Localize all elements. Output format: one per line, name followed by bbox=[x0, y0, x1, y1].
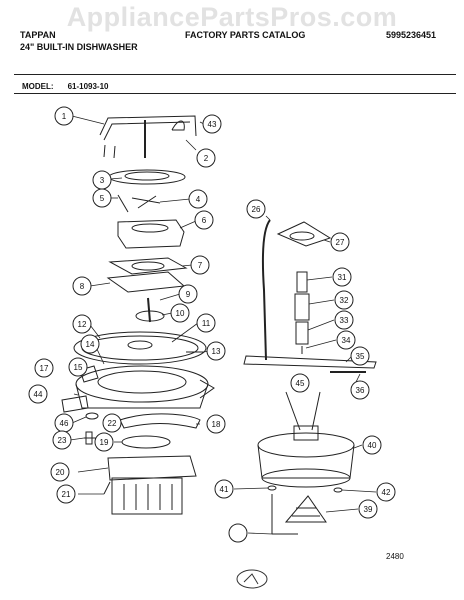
svg-text:5: 5 bbox=[100, 194, 105, 203]
svg-text:9: 9 bbox=[186, 290, 191, 299]
svg-text:8: 8 bbox=[80, 282, 85, 291]
svg-text:19: 19 bbox=[100, 438, 109, 447]
callout-12: 12 bbox=[72, 314, 92, 334]
svg-text:21: 21 bbox=[62, 490, 71, 499]
svg-text:20: 20 bbox=[56, 468, 65, 477]
callout-33: 33 bbox=[334, 310, 354, 330]
callout-23: 23 bbox=[52, 430, 72, 450]
callout-45 bbox=[228, 523, 248, 543]
svg-text:45: 45 bbox=[296, 379, 305, 388]
callout-44: 42 bbox=[376, 482, 396, 502]
callout-7: 7 bbox=[190, 255, 210, 275]
svg-text:12: 12 bbox=[78, 320, 87, 329]
callout-42: 40 bbox=[362, 435, 382, 455]
watermark: AppliancePartsPros.com bbox=[66, 2, 398, 32]
callout-39: 43 bbox=[202, 114, 222, 134]
svg-text:42: 42 bbox=[382, 488, 391, 497]
svg-text:10: 10 bbox=[176, 309, 185, 318]
callout-20: 20 bbox=[50, 462, 70, 482]
callout-40: 44 bbox=[28, 384, 48, 404]
callout-5: 5 bbox=[92, 188, 112, 208]
callout-34: 34 bbox=[336, 330, 356, 350]
svg-text:33: 33 bbox=[340, 316, 349, 325]
callout-46: 46 bbox=[54, 413, 74, 433]
header-rule-top bbox=[14, 74, 456, 75]
brand-label: TAPPAN bbox=[20, 30, 56, 40]
callout-22: 22 bbox=[102, 413, 122, 433]
svg-text:43: 43 bbox=[208, 120, 217, 129]
svg-text:17: 17 bbox=[40, 364, 49, 373]
callout-41: 45 bbox=[290, 373, 310, 393]
callout-8: 8 bbox=[72, 276, 92, 296]
svg-text:41: 41 bbox=[220, 485, 229, 494]
figure-number: 2480 bbox=[386, 552, 404, 561]
callout-4: 4 bbox=[188, 189, 208, 209]
svg-text:26: 26 bbox=[252, 205, 261, 214]
callout-15: 15 bbox=[68, 357, 88, 377]
callout-1: 1 bbox=[54, 106, 74, 126]
model-line: MODEL: 61-1093-10 bbox=[22, 82, 108, 91]
svg-text:4: 4 bbox=[196, 195, 201, 204]
model-number: 61-1093-10 bbox=[67, 82, 109, 91]
svg-text:22: 22 bbox=[108, 419, 117, 428]
svg-text:11: 11 bbox=[202, 319, 211, 328]
callout-6: 6 bbox=[194, 210, 214, 230]
svg-text:18: 18 bbox=[212, 420, 221, 429]
svg-text:14: 14 bbox=[86, 340, 95, 349]
svg-text:1: 1 bbox=[62, 112, 67, 121]
callout-13: 13 bbox=[206, 341, 226, 361]
svg-text:40: 40 bbox=[368, 441, 377, 450]
model-label: MODEL: bbox=[22, 82, 54, 91]
callout-11: 11 bbox=[196, 313, 216, 333]
callout-9: 9 bbox=[178, 284, 198, 304]
catalog-number: 5995236451 bbox=[386, 30, 437, 40]
handwritten-mark-icon bbox=[236, 569, 268, 589]
header-rule-bottom bbox=[14, 93, 456, 94]
svg-text:2: 2 bbox=[204, 154, 209, 163]
callout-3: 3 bbox=[92, 170, 112, 190]
callout-43: 41 bbox=[214, 479, 234, 499]
svg-text:6: 6 bbox=[202, 216, 207, 225]
callout-10: 10 bbox=[170, 303, 190, 323]
callout-18: 18 bbox=[206, 414, 226, 434]
svg-text:15: 15 bbox=[74, 363, 83, 372]
svg-text:3: 3 bbox=[100, 176, 105, 185]
callout-21: 21 bbox=[56, 484, 76, 504]
callout-26: 26 bbox=[246, 199, 266, 219]
callout-32: 32 bbox=[334, 290, 354, 310]
callout-31: 31 bbox=[332, 267, 352, 287]
callout-37: 39 bbox=[358, 499, 378, 519]
svg-text:36: 36 bbox=[356, 386, 365, 395]
callout-27: 27 bbox=[330, 232, 350, 252]
svg-text:27: 27 bbox=[336, 238, 345, 247]
svg-text:23: 23 bbox=[58, 436, 67, 445]
catalog-title: FACTORY PARTS CATALOG bbox=[185, 30, 306, 40]
callout-17: 17 bbox=[34, 358, 54, 378]
svg-text:31: 31 bbox=[338, 273, 347, 282]
svg-text:34: 34 bbox=[342, 336, 351, 345]
svg-text:46: 46 bbox=[60, 419, 69, 428]
svg-text:7: 7 bbox=[198, 261, 203, 270]
product-label: 24" BUILT-IN DISHWASHER bbox=[20, 42, 138, 52]
callout-14: 14 bbox=[80, 334, 100, 354]
callout-35: 35 bbox=[350, 346, 370, 366]
svg-text:35: 35 bbox=[356, 352, 365, 361]
svg-text:44: 44 bbox=[34, 390, 43, 399]
svg-text:13: 13 bbox=[212, 347, 221, 356]
callout-2: 2 bbox=[196, 148, 216, 168]
svg-text:39: 39 bbox=[364, 505, 373, 514]
callout-19: 19 bbox=[94, 432, 114, 452]
svg-text:32: 32 bbox=[340, 296, 349, 305]
callout-36: 36 bbox=[350, 380, 370, 400]
